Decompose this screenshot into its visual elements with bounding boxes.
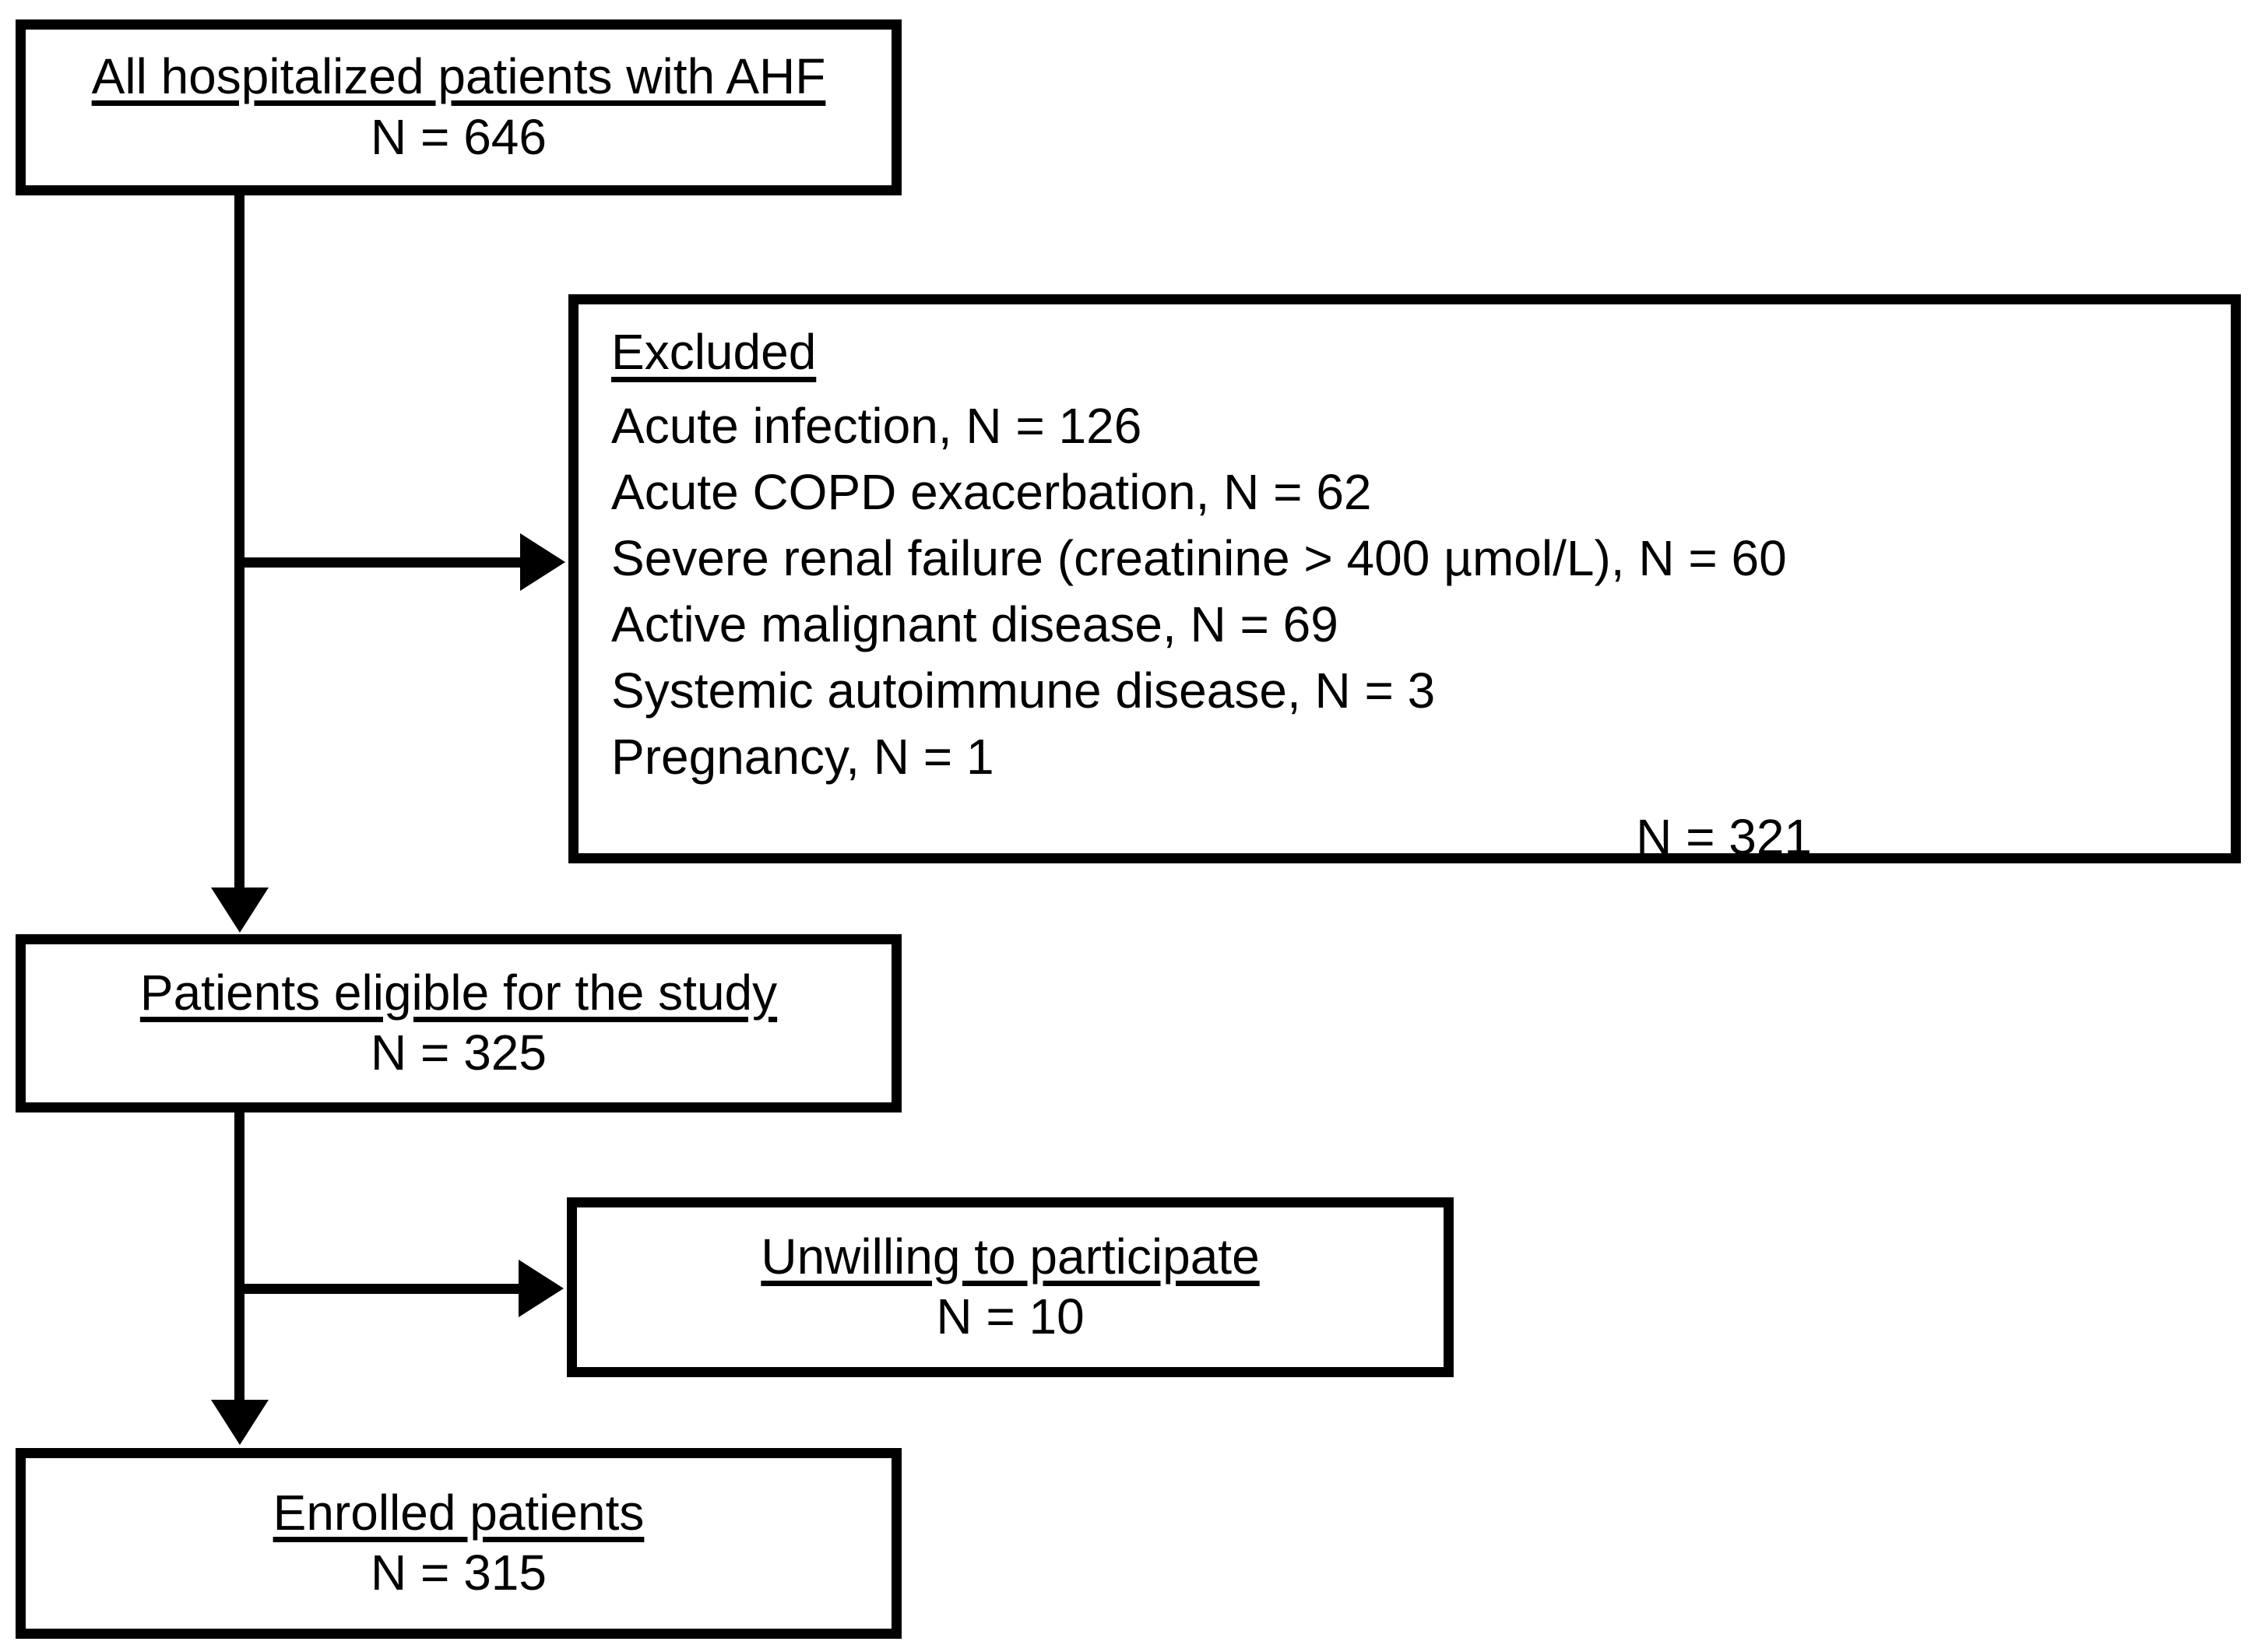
excluded-reason-acute-infection: Acute infection, N = 126 [611,397,1142,454]
connector-to-unwilling-line [240,1284,519,1294]
node-all-patients: All hospitalized patients with AHF N = 6… [16,19,902,195]
connector-to-excluded-line [240,557,520,568]
connector-to-unwilling-arrowhead [519,1260,564,1317]
node-enrolled-patients-body: Enrolled patients N = 315 [26,1458,892,1629]
node-enrolled-patients-count: N = 315 [371,1545,547,1601]
node-unwilling-to-participate-count: N = 10 [936,1288,1085,1345]
node-eligible-patients: Patients eligible for the study N = 325 [16,934,902,1112]
excluded-reason-renal-failure: Severe renal failure (creatinine > 400 µ… [611,529,1787,586]
node-excluded: Excluded Acute infection, N = 126 Acute … [568,294,2241,865]
excluded-reason-pregnancy: Pregnancy, N = 1 [611,729,994,786]
connector-to-excluded-arrowhead [520,533,565,591]
node-eligible-patients-body: Patients eligible for the study N = 325 [26,944,892,1102]
excluded-reason-autoimmune-disease: Systemic autoimmune disease, N = 3 [611,663,1436,719]
node-unwilling-to-participate-body: Unwilling to participate N = 10 [577,1207,1444,1367]
connector-eligible-to-enrolled-arrowhead [211,1400,269,1445]
connector-all-to-eligible-arrowhead [211,888,269,933]
node-enrolled-patients-title: Enrolled patients [273,1484,645,1541]
node-excluded-total: N = 321 [1636,809,1812,866]
excluded-reason-malignant-disease: Active malignant disease, N = 69 [611,596,1338,652]
node-eligible-patients-count: N = 325 [371,1025,547,1081]
node-all-patients-count: N = 646 [371,108,547,165]
node-eligible-patients-title: Patients eligible for the study [139,964,778,1021]
node-excluded-title: Excluded [611,324,817,380]
connector-all-to-eligible-line [234,195,244,895]
node-unwilling-to-participate: Unwilling to participate N = 10 [567,1197,1454,1377]
connector-eligible-to-enrolled-line [234,1112,244,1404]
excluded-reason-copd: Acute COPD exacerbation, N = 62 [611,463,1372,520]
node-unwilling-to-participate-title: Unwilling to participate [761,1228,1260,1285]
node-all-patients-body: All hospitalized patients with AHF N = 6… [26,30,892,185]
node-enrolled-patients: Enrolled patients N = 315 [16,1448,902,1639]
node-excluded-body: Excluded Acute infection, N = 126 Acute … [579,304,2263,873]
node-all-patients-title: All hospitalized patients with AHF [91,48,826,105]
